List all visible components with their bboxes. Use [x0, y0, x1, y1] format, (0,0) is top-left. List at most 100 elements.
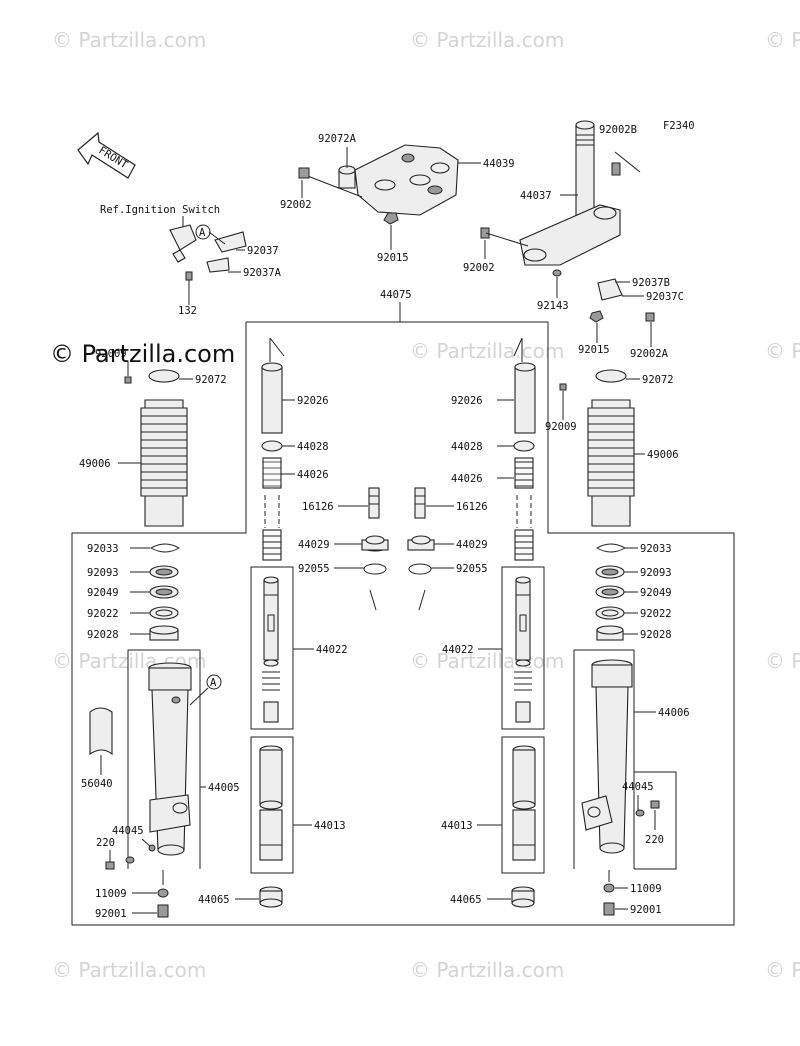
- ref-ignition-switch: Ref.Ignition Switch: [100, 204, 220, 216]
- label-92028-right: 92028: [640, 629, 672, 641]
- label-11009-left: 11009: [95, 888, 127, 900]
- upper-bracket-44039: [298, 144, 459, 225]
- watermark: © Partzilla.com: [52, 958, 206, 982]
- callout-a-icon-fork: [206, 674, 222, 690]
- label-92026-right: 92026: [451, 395, 483, 407]
- label-92022-right: 92022: [640, 608, 672, 620]
- label-92001-right: 92001: [630, 904, 662, 916]
- outer-tube-right: [581, 659, 633, 854]
- box-44045-right: [634, 771, 677, 870]
- label-92022-left: 92022: [87, 608, 119, 620]
- steering-stem-44037: [480, 120, 655, 323]
- label-44065-right: 44065: [450, 894, 482, 906]
- label-92072-left: 92072: [195, 374, 227, 386]
- label-16126-right: 16126: [456, 501, 488, 513]
- label-44006: 44006: [658, 707, 690, 719]
- label-92015-top: 92015: [377, 252, 409, 264]
- label-44029-left: 44029: [298, 539, 330, 551]
- label-44022-left: 44022: [316, 644, 348, 656]
- label-92037B: 92037B: [632, 277, 670, 289]
- washer-11009-right: [603, 883, 615, 893]
- label-92001-left: 92001: [95, 908, 127, 920]
- label-132: 132: [178, 305, 197, 317]
- inner-tube-left: [259, 745, 283, 861]
- label-220-right: 220: [645, 834, 664, 846]
- label-44005: 44005: [208, 782, 240, 794]
- label-49006-right: 49006: [647, 449, 679, 461]
- label-16126-left: 16126: [302, 501, 334, 513]
- label-92055-right: 92055: [456, 563, 488, 575]
- label-sticker-56040: [89, 707, 113, 756]
- outer-tube-left: [148, 662, 192, 856]
- label-44028-right: 44028: [451, 441, 483, 453]
- watermark: © Partzilla.com: [765, 28, 800, 52]
- damper-rod-right: [514, 576, 532, 723]
- bolt-220-right: [650, 800, 660, 809]
- bushing-44065-right: [511, 886, 535, 908]
- spring-column-left: [261, 337, 285, 561]
- label-92049-left: 92049: [87, 587, 119, 599]
- damper-rod-left: [262, 576, 280, 723]
- box-44006: [573, 649, 635, 869]
- box-44013-left: [250, 736, 294, 874]
- label-92002B: 92002B: [599, 124, 637, 136]
- label-92009-left: 92009: [95, 348, 127, 360]
- label-44045-right: 44045: [622, 781, 654, 793]
- label-92033-right: 92033: [640, 543, 672, 555]
- boot-left: [124, 369, 188, 527]
- bolt-220-left: [105, 861, 115, 870]
- spring-column-right: [513, 337, 536, 561]
- label-92037C: 92037C: [646, 291, 684, 303]
- watermark: © Partzilla.com: [52, 28, 206, 52]
- box-44013-right: [501, 736, 545, 874]
- label-92037: 92037: [247, 245, 279, 257]
- label-92002-top: 92002: [280, 199, 312, 211]
- label-92072A: 92072A: [318, 133, 357, 145]
- valve-cap-right: [407, 487, 435, 611]
- label-56040: 56040: [81, 778, 113, 790]
- label-44026-right: 44026: [451, 473, 483, 485]
- bolt-92001-left: [157, 904, 169, 918]
- seal-stack-left: [149, 543, 181, 641]
- box-44022-right: [501, 566, 545, 730]
- label-92093-right: 92093: [640, 567, 672, 579]
- ignition-switch-bracket: [169, 224, 247, 305]
- callout-a-label-fork: A: [210, 677, 217, 689]
- box-44022-left: [250, 566, 294, 730]
- label-220-left: 220: [96, 837, 115, 849]
- label-44045-left: 44045: [112, 825, 144, 837]
- watermark: © Partzilla.com: [410, 339, 564, 363]
- seal-stack-right: [595, 543, 627, 641]
- label-92015-right: 92015: [578, 344, 610, 356]
- label-92002-right: 92002: [463, 262, 495, 274]
- callout-a-label: A: [199, 227, 206, 239]
- front-arrow-icon: FRONT: [77, 131, 136, 179]
- label-92028-left: 92028: [87, 629, 119, 641]
- box-44005: [127, 649, 201, 869]
- watermark: © Partzilla.com: [765, 958, 800, 982]
- label-92072-right: 92072: [642, 374, 674, 386]
- watermark: © Partzilla.com: [410, 958, 564, 982]
- watermarks: © Partzilla.com © Partzilla.com © Partzi…: [50, 28, 800, 982]
- label-44037: 44037: [520, 190, 552, 202]
- kit-boundary-44075: [71, 321, 735, 926]
- inner-tube-right: [512, 745, 536, 861]
- label-44028-left: 44028: [297, 441, 329, 453]
- label-44022-right: 44022: [442, 644, 474, 656]
- label-44075: 44075: [380, 289, 412, 301]
- label-44029-right: 44029: [456, 539, 488, 551]
- callout-a-icon: [195, 224, 211, 240]
- label-92093-left: 92093: [87, 567, 119, 579]
- label-92009-right: 92009: [545, 421, 577, 433]
- watermark-main: © Partzilla.com: [50, 340, 235, 368]
- label-44013-right: 44013: [441, 820, 473, 832]
- watermark: © Partzilla.com: [765, 649, 800, 673]
- label-92143: 92143: [537, 300, 569, 312]
- washer-44045-left-b: [148, 844, 156, 852]
- watermark: © Partzilla.com: [765, 339, 800, 363]
- label-92002A: 92002A: [630, 348, 669, 360]
- label-11009-right: 11009: [630, 883, 662, 895]
- diagram-code: F2340: [663, 120, 695, 132]
- washer-44045-right: [635, 809, 645, 817]
